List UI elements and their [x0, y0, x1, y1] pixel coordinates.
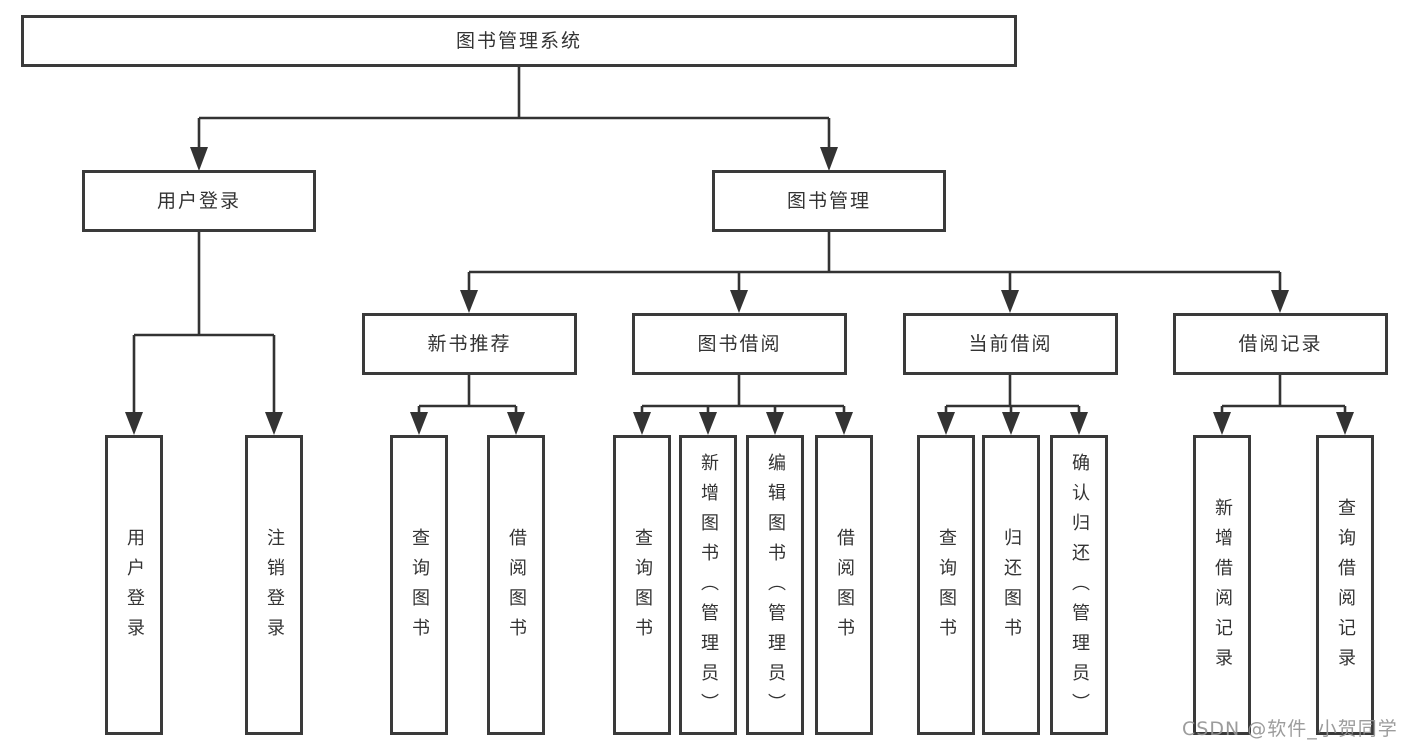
node-library-management-system: 图书管理系统 [21, 15, 1017, 67]
watermark: CSDN @软件_小贺同学 [1182, 718, 1398, 740]
node-book-borrowing: 图书借阅 [632, 313, 847, 375]
leaf-query-books: 查询图书 [390, 435, 448, 735]
node-new-book-recommendation: 新书推荐 [362, 313, 577, 375]
leaf-logout: 注销登录 [245, 435, 303, 735]
node-book-management: 图书管理 [712, 170, 946, 232]
node-current-borrowing: 当前借阅 [903, 313, 1118, 375]
leaf-add-books-admin: 新增图书（管理员） [679, 435, 737, 735]
leaf-confirm-return-admin: 确认归还（管理员） [1050, 435, 1108, 735]
node-borrowing-records: 借阅记录 [1173, 313, 1388, 375]
leaf-return-books: 归还图书 [982, 435, 1040, 735]
leaf-query-books: 查询图书 [917, 435, 975, 735]
leaf-borrow-books: 借阅图书 [487, 435, 545, 735]
node-user-login: 用户登录 [82, 170, 316, 232]
arrowhead-icons [125, 147, 1354, 435]
leaf-query-books: 查询图书 [613, 435, 671, 735]
leaf-borrow-books: 借阅图书 [815, 435, 873, 735]
leaf-user-login: 用户登录 [105, 435, 163, 735]
leaf-query-borrow-record: 查询借阅记录 [1316, 435, 1374, 735]
leaf-add-borrow-record: 新增借阅记录 [1193, 435, 1251, 735]
leaf-edit-books-admin: 编辑图书（管理员） [746, 435, 804, 735]
